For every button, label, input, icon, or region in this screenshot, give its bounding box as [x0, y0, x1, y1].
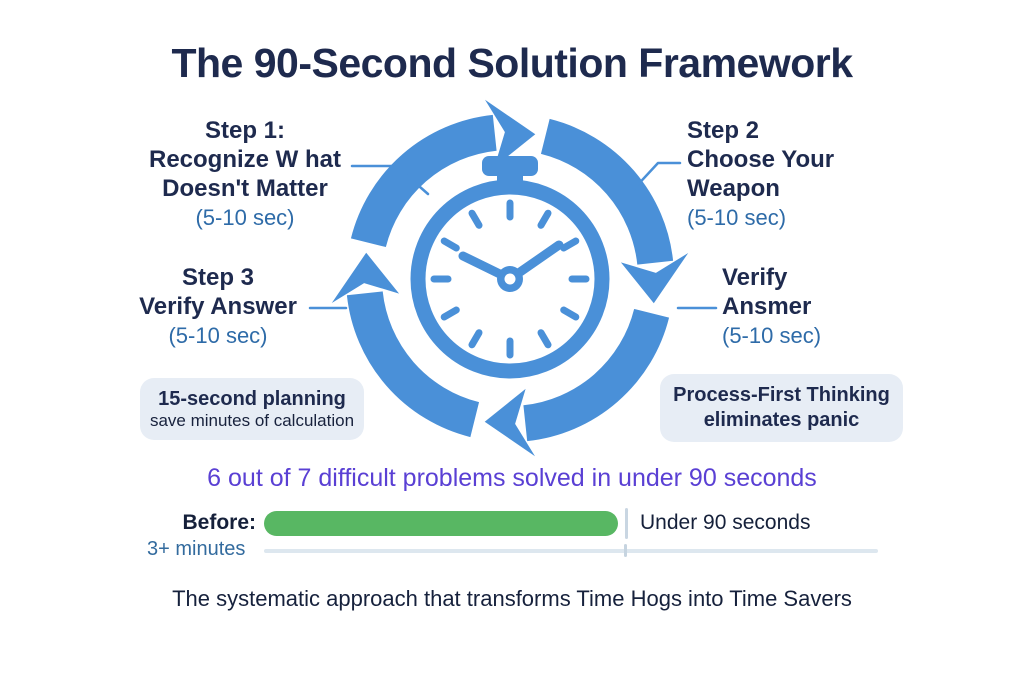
stopwatch-cycle-icon — [330, 99, 690, 458]
step-1-heading: Step 1: — [204, 117, 285, 144]
step-4-time: (5-10 sec) — [722, 323, 822, 348]
step-2-time: (5-10 sec) — [687, 205, 787, 230]
step-2-label: Step 2 Choose Your Weapon (5-10 sec) — [687, 117, 835, 230]
progress-bar — [264, 511, 618, 536]
step-1-label: Step 1: Recognize W hat Doesn't Matter (… — [110, 116, 380, 232]
step-1-time: (5-10 sec) — [195, 205, 295, 230]
step-3-label: Step 3 Verify Answer (5-10 sec) — [118, 263, 318, 350]
callout-process-first: Process-First Thinking eliminates panic — [660, 374, 903, 442]
bar-divider — [625, 508, 628, 539]
step-3-heading: Step 3 — [181, 264, 255, 291]
duration-label: 3+ minutes — [147, 538, 246, 560]
timeline-track — [264, 549, 878, 553]
step-4-heading: Verify — [722, 264, 788, 291]
step-2-heading: Step 2 — [687, 117, 760, 144]
step-3-time: (5-10 sec) — [168, 323, 268, 348]
before-label: Before: — [182, 511, 256, 534]
footer-text: The systematic approach that transforms … — [172, 586, 852, 611]
highlight-text: 6 out of 7 difficult problems solved in … — [207, 464, 817, 492]
page-title: The 90-Second Solution Framework — [171, 40, 853, 86]
step-4-label: Verify Ansmer (5-10 sec) — [722, 264, 822, 348]
result-label: Under 90 seconds — [640, 511, 811, 534]
clock-ticks — [430, 199, 590, 359]
callout-planning: 15-second planning save minutes of calcu… — [140, 378, 364, 440]
stopwatch-crown — [482, 156, 538, 176]
timeline-tick — [624, 544, 627, 557]
